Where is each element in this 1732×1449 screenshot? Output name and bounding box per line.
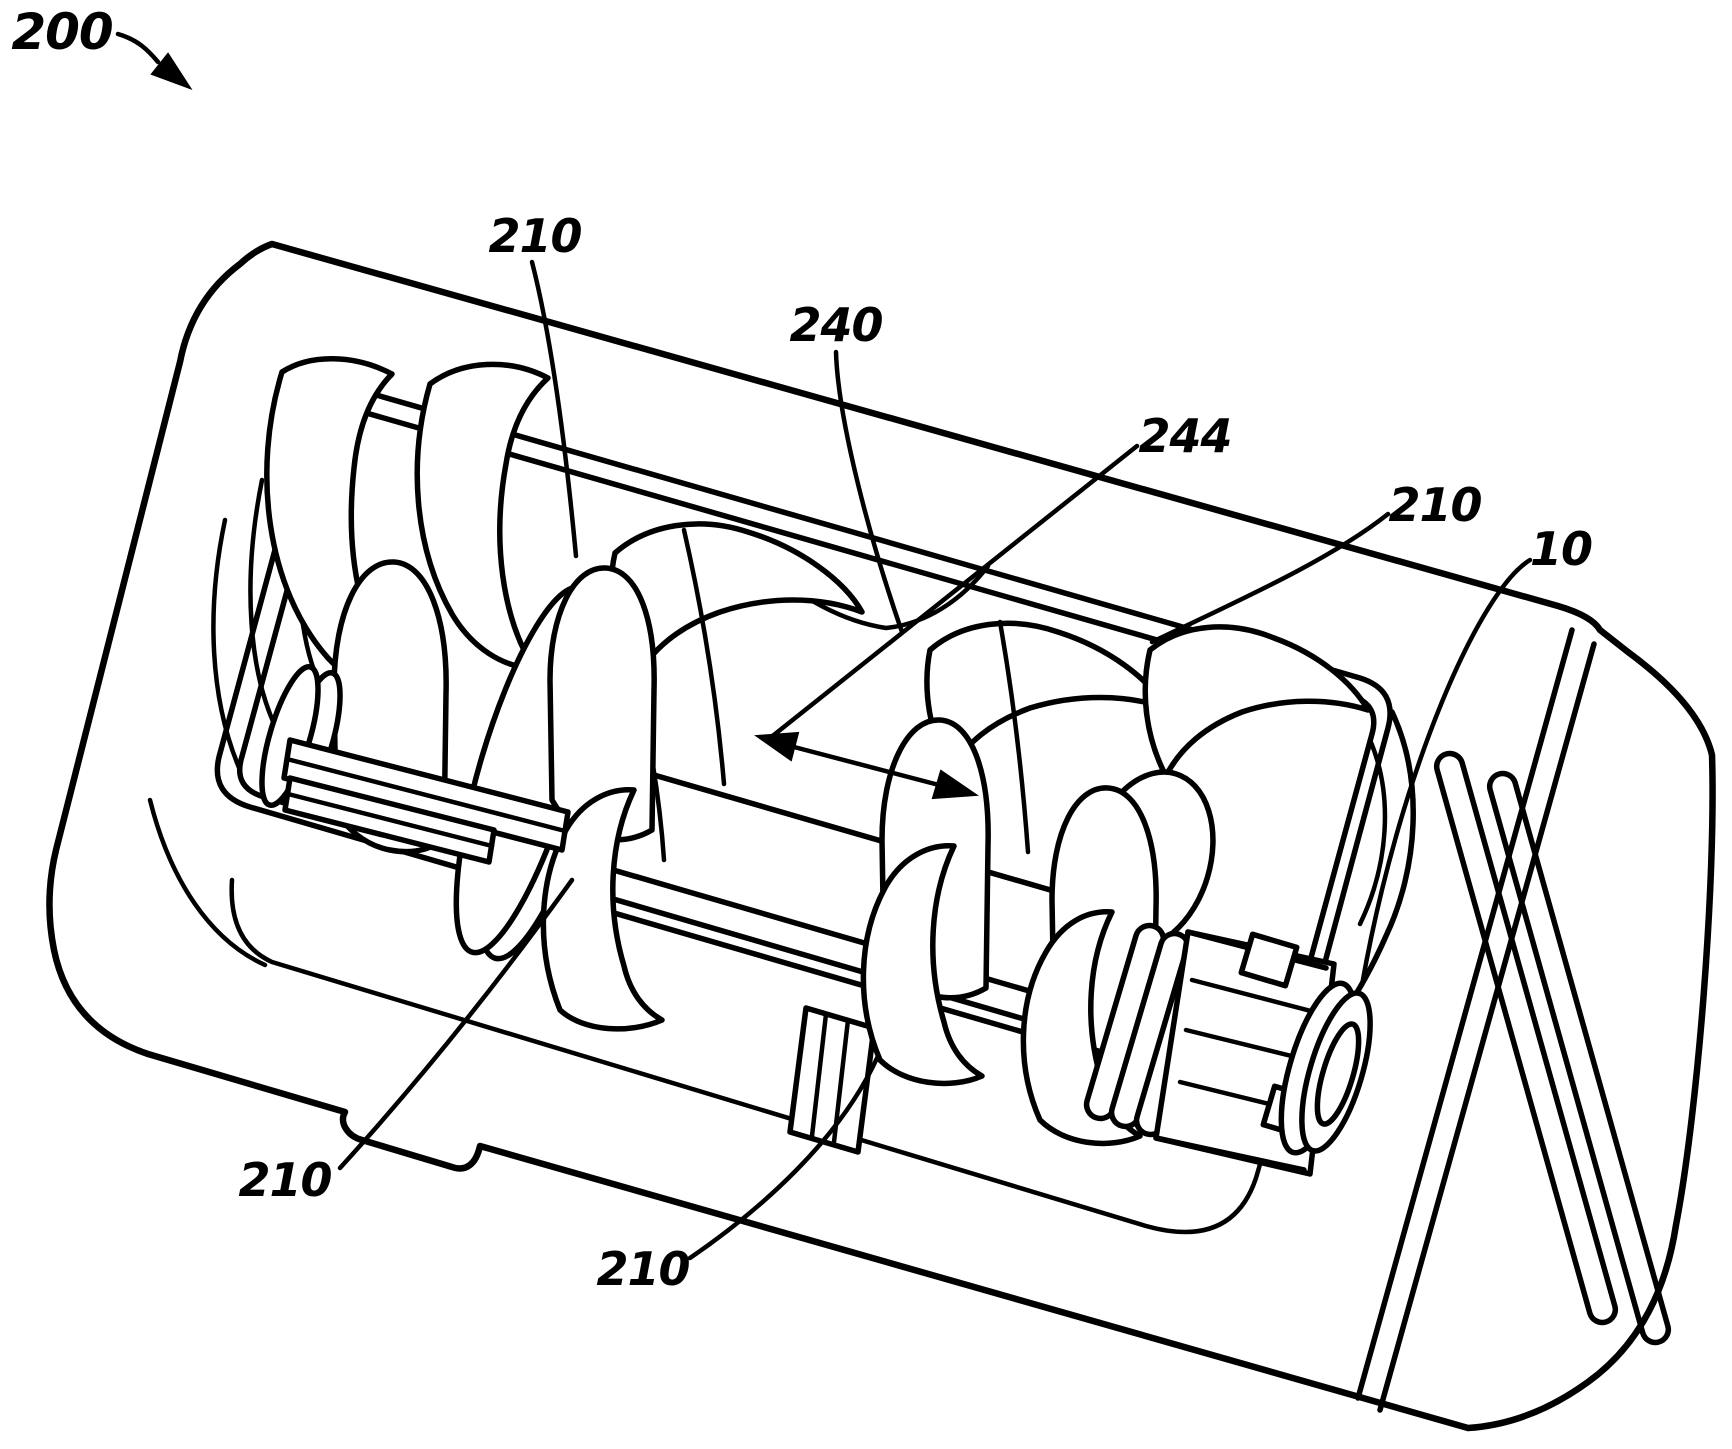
cavity-interior — [147, 356, 1416, 1235]
shaft-pedestal — [787, 1005, 877, 1155]
ref-label-210-bottom-center: 210 — [596, 1242, 690, 1296]
leader-210-bottom-center — [687, 1053, 881, 1261]
leader-200 — [115, 31, 161, 65]
cavity-right-wall-curve-2 — [1357, 737, 1388, 927]
rotor-3 — [860, 619, 1169, 1087]
dimension-arrow-shaft — [772, 739, 961, 793]
leader-210-right — [1149, 511, 1391, 645]
rotor-4-lower-blade — [1020, 909, 1143, 1147]
knob-end-cap-inner — [1314, 1021, 1362, 1127]
cavity-front-wall-curve — [147, 797, 268, 968]
rotor-2-blade-trailing-edge-1 — [681, 527, 727, 787]
dimension-arrowhead-right-icon — [931, 769, 979, 800]
knob-notch-1 — [1238, 931, 1300, 989]
leader-240 — [833, 349, 905, 635]
leader-210-bottom-left — [337, 877, 575, 1171]
ref-label-210-right: 210 — [1388, 478, 1482, 532]
cavity-left-wall-curve-3 — [211, 517, 243, 773]
rotor-2 — [540, 521, 865, 1032]
right-face-vent-slot-2 — [1486, 770, 1672, 1346]
leader-lines — [115, 31, 1533, 1261]
ref-label-10: 10 — [1529, 522, 1593, 576]
left-washer-front — [259, 663, 321, 809]
ref-label-240: 240 — [789, 298, 883, 352]
ref-label-210-bottom-left: 210 — [238, 1153, 332, 1207]
cavity-floor-edge — [229, 877, 1291, 1235]
right-face-edge-outer — [1355, 627, 1575, 1401]
rotor-3-blade-trailing-edge-1 — [997, 619, 1031, 855]
right-face-vent-slot-1 — [1433, 750, 1619, 1326]
leader-200-arrowhead-icon — [150, 52, 193, 90]
knurled-knob — [1153, 929, 1373, 1177]
right-face-edge-inner — [1377, 641, 1597, 1413]
ref-label-210-top: 210 — [488, 209, 582, 263]
ref-label-244: 244 — [1138, 409, 1232, 463]
cavity-left-wall-curve-2 — [248, 477, 283, 739]
key-bar-upper-midline — [284, 756, 568, 834]
left-key-bar — [281, 737, 571, 865]
leader-210-top — [529, 259, 579, 559]
rotor-3-lower-blade — [860, 843, 985, 1087]
shaft-pedestal-rib-1 — [809, 1011, 829, 1139]
ref-label-200: 200 — [11, 3, 113, 61]
leader-244 — [767, 443, 1140, 741]
knob-knurl-rib-1 — [1189, 977, 1333, 1019]
gap-dimension-arrow — [754, 731, 979, 800]
leader-10 — [1359, 557, 1533, 988]
key-bar-lower-midline — [285, 791, 495, 849]
rotor-1-blade-lobe-b — [414, 361, 551, 671]
rotor-4-top-blade — [1142, 624, 1371, 779]
rotor-2-lower-blade — [540, 787, 665, 1032]
knob-bottom-edge — [1153, 1135, 1307, 1173]
